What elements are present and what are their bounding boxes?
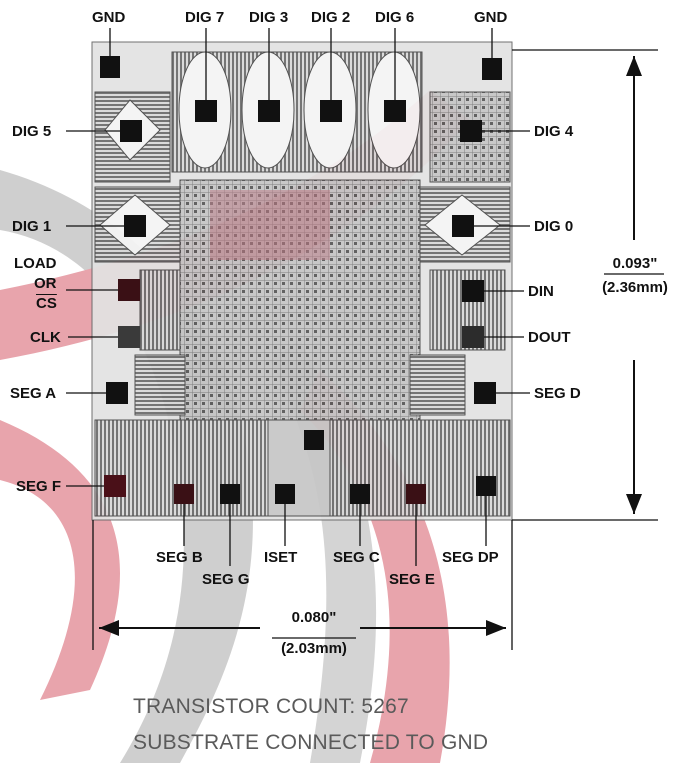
pad-clk (118, 326, 140, 348)
label-dig7: DIG 7 (185, 9, 225, 26)
label-dig4: DIG 4 (534, 123, 574, 140)
pad-seg-d (474, 382, 496, 404)
label-clk: CLK (30, 329, 61, 346)
label-load: LOAD (14, 255, 57, 272)
pad-seg-b (174, 484, 194, 504)
dimension-lines (92, 49, 664, 650)
label-gnd-right: GND (474, 9, 508, 26)
dimension-width-mm: (2.03mm) (281, 640, 347, 657)
substrate-note: SUBSTRATE CONNECTED TO GND (133, 731, 489, 754)
pad-seg-a (106, 382, 128, 404)
leader-lines (66, 28, 530, 566)
label-seg-f: SEG F (16, 478, 62, 495)
label-dig5: DIG 5 (12, 123, 52, 140)
label-seg-e: SEG E (389, 571, 435, 588)
pad-seg-f (104, 475, 126, 497)
pad-load (118, 279, 140, 301)
pad-dig0 (452, 215, 474, 237)
label-din: DIN (528, 283, 554, 300)
pad-seg-g (220, 484, 240, 504)
pad-seg-dp (476, 476, 496, 496)
label-dig0: DIG 0 (534, 218, 574, 235)
watermark-gray-band-2 (270, 340, 377, 763)
pad-seg-e (406, 484, 426, 504)
transistor-count-note: TRANSISTOR COUNT: 5267 (133, 695, 409, 718)
label-seg-b: SEG B (156, 549, 203, 566)
label-dig3: DIG 3 (249, 9, 289, 26)
pad-dig5 (120, 120, 142, 142)
label-dig6: DIG 6 (375, 9, 415, 26)
label-seg-c: SEG C (333, 549, 380, 566)
label-seg-g: SEG G (202, 571, 250, 588)
pad-dig6 (384, 100, 406, 122)
label-seg-a: SEG A (10, 385, 57, 402)
pad-seg-c (350, 484, 370, 504)
pad-iset-top (304, 430, 324, 450)
label-dout: DOUT (528, 329, 571, 346)
pad-dig7 (195, 100, 217, 122)
pad-gnd-left (100, 56, 120, 78)
label-gnd-left: GND (92, 9, 126, 26)
pad-dig4 (460, 120, 482, 142)
die-body (91, 41, 513, 521)
pad-dig1 (124, 215, 146, 237)
label-seg-dp: SEG DP (442, 549, 499, 566)
label-cs: CS (36, 295, 57, 312)
dimension-width-inches: 0.080" (291, 609, 337, 626)
dimension-height-inches: 0.093" (612, 255, 658, 272)
watermark-red-band-3 (300, 370, 450, 763)
watermark-red-band-2 (0, 420, 120, 700)
dimension-height-mm: (2.36mm) (602, 279, 668, 296)
pad-gnd-right (482, 58, 502, 80)
pad-iset (275, 484, 295, 504)
label-or: OR (34, 275, 57, 292)
pad-dig3 (258, 100, 280, 122)
label-dig1: DIG 1 (12, 218, 52, 235)
label-seg-d: SEG D (534, 385, 581, 402)
label-iset: ISET (264, 549, 298, 566)
label-dig2: DIG 2 (311, 9, 351, 26)
pad-dig2 (320, 100, 342, 122)
pad-din (462, 280, 484, 302)
bond-pads (100, 56, 502, 504)
pad-dout (462, 326, 484, 348)
